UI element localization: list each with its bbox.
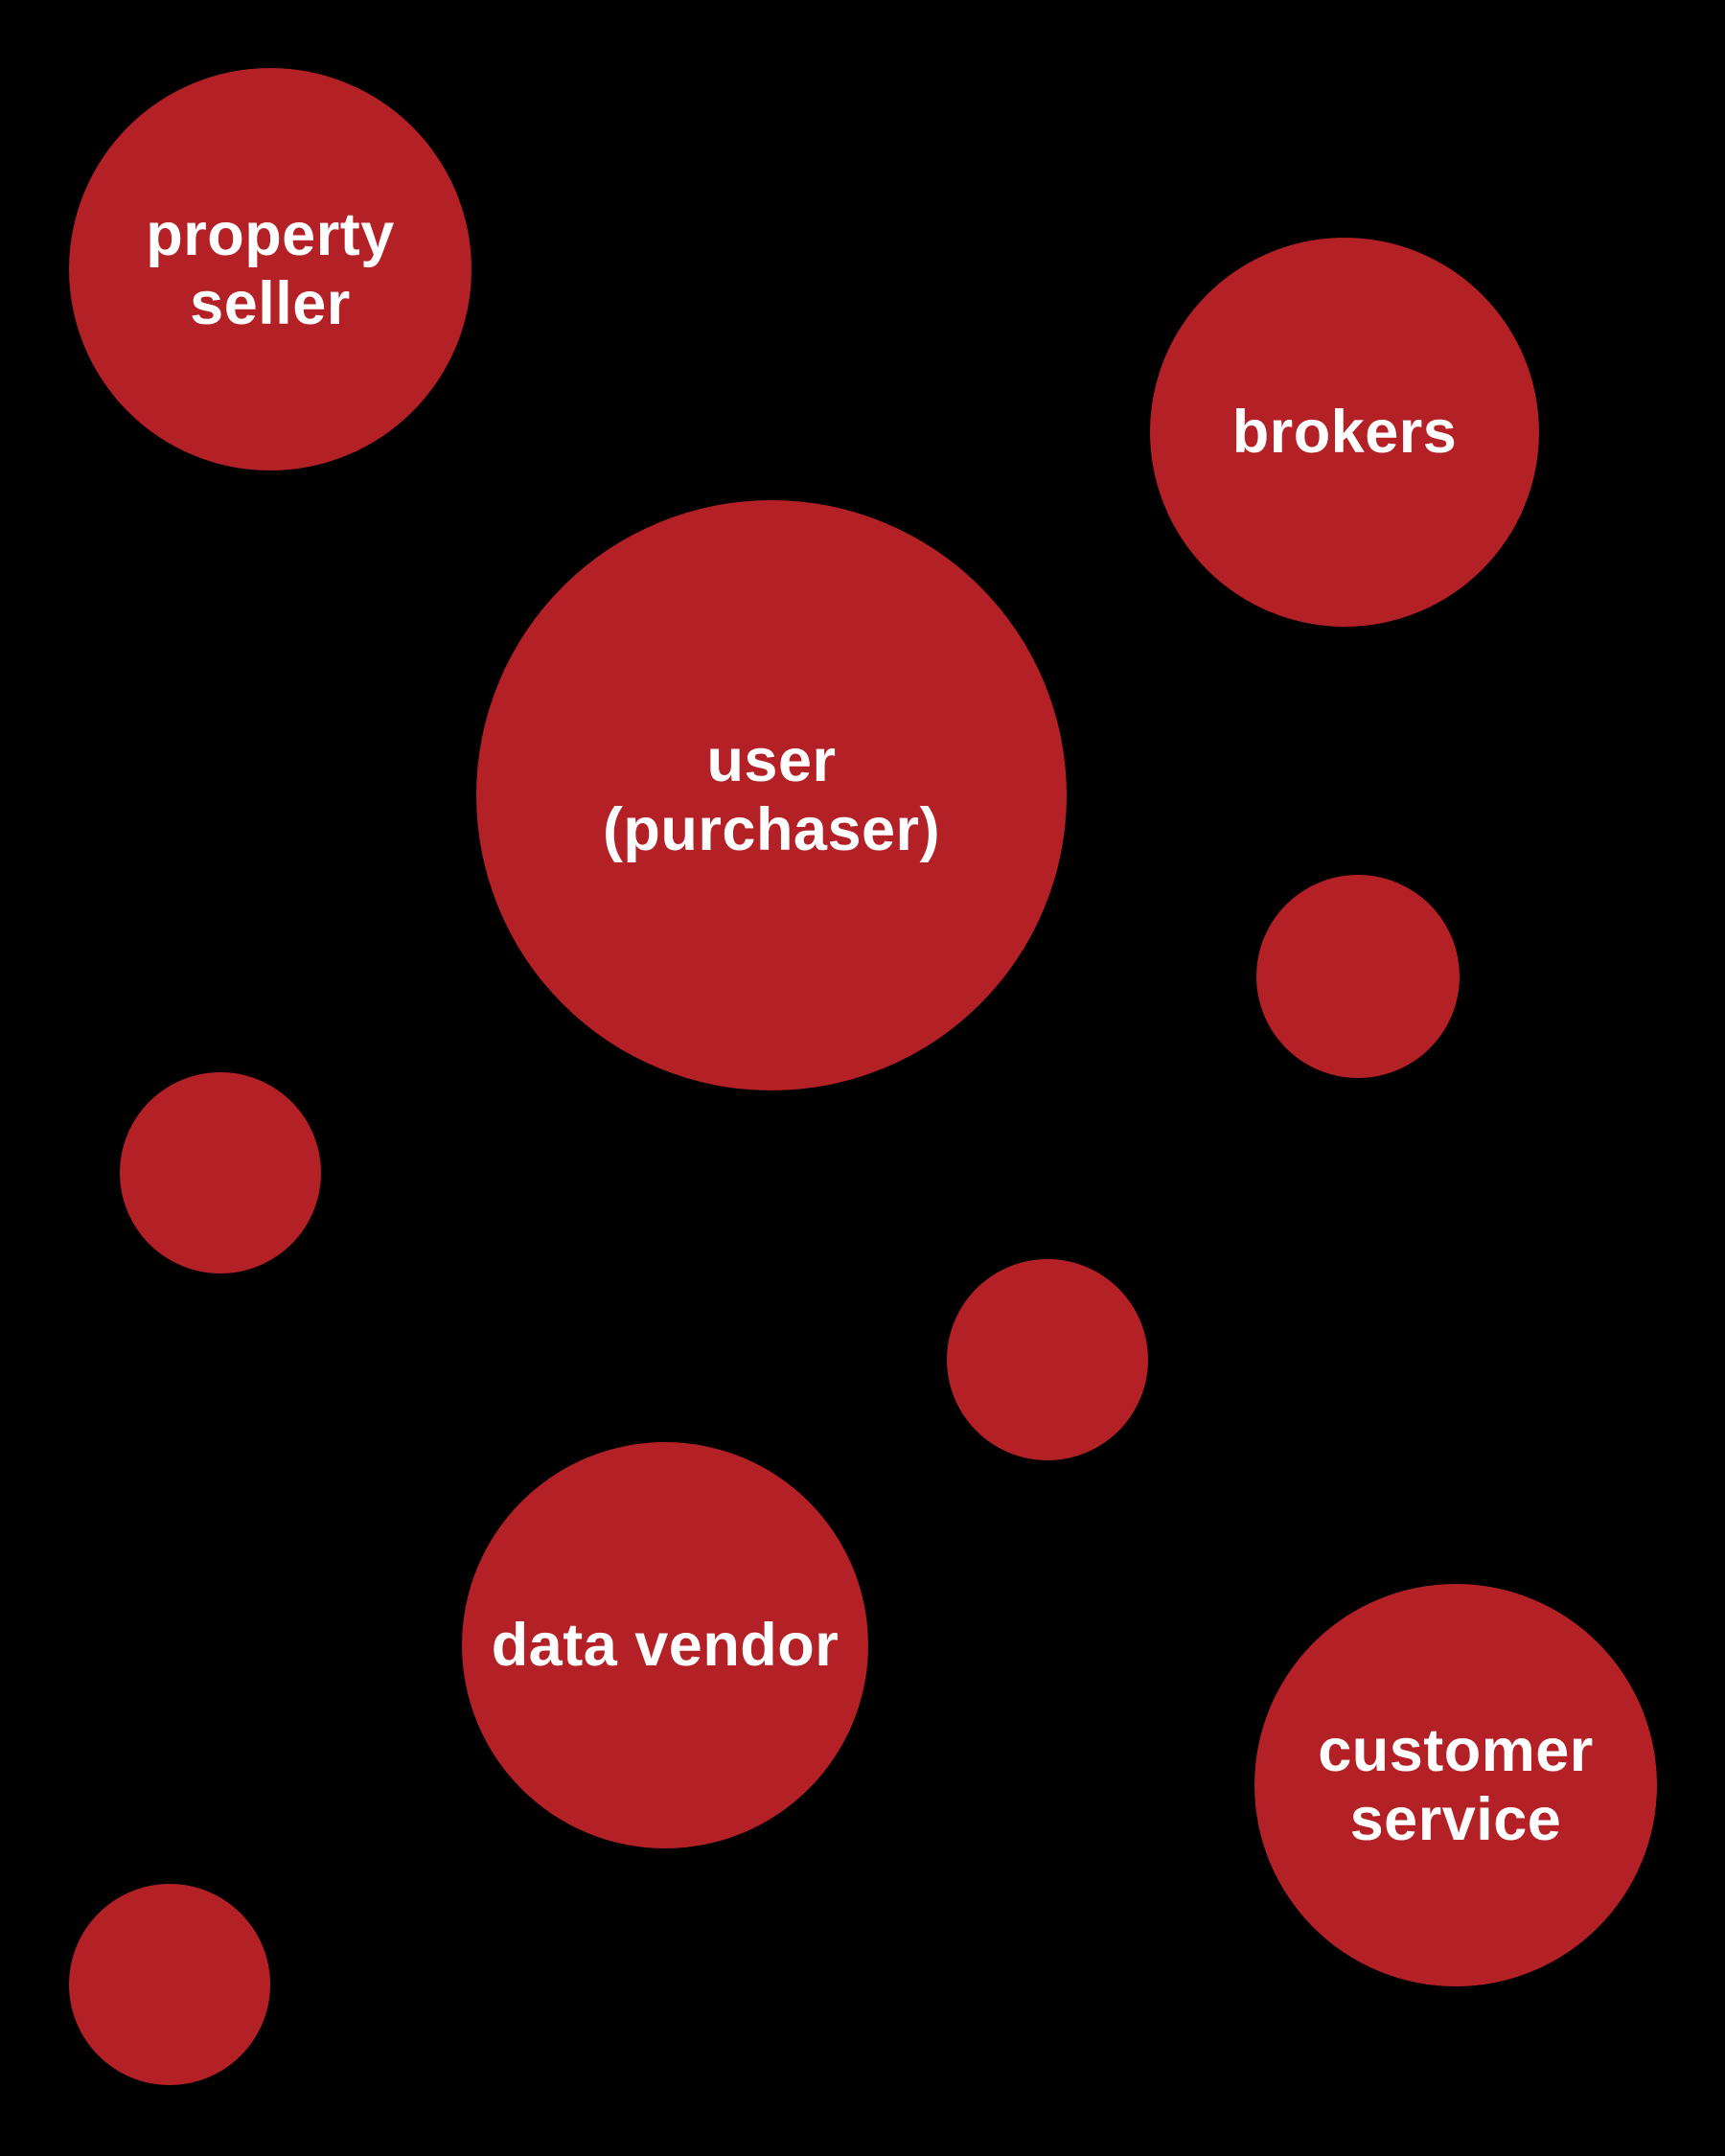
bubble-dot-right <box>1256 875 1460 1078</box>
bubble-dot-center <box>947 1259 1148 1460</box>
bubble-dot-left <box>120 1072 321 1273</box>
bubble-label: brokers <box>1231 399 1458 466</box>
bubble-dot-bottom-left <box>69 1884 270 2085</box>
bubble-label: data vendor <box>491 1612 840 1679</box>
bubble-user-purchaser: user(purchaser) <box>476 500 1067 1090</box>
bubble-brokers: brokers <box>1150 238 1539 627</box>
bubble-data-vendor: data vendor <box>462 1442 868 1848</box>
bubble-label: user(purchaser) <box>602 727 941 863</box>
